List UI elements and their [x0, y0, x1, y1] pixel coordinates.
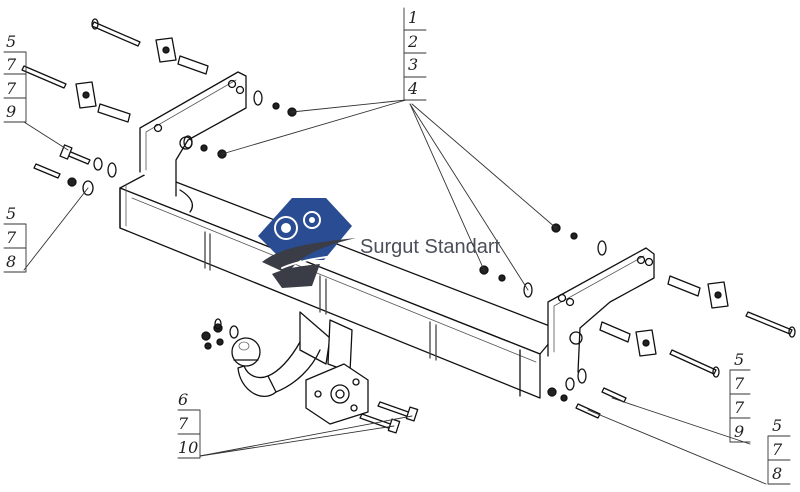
- brand-logo: [258, 198, 356, 288]
- leader-lines: [3, 7, 791, 485]
- callout-label: 7: [6, 79, 17, 98]
- callout-label: 8: [6, 252, 17, 271]
- callout-label: 9: [734, 422, 745, 441]
- socket-bolts: [359, 401, 419, 434]
- upper-left-fasteners: [21, 18, 209, 196]
- callout-label: 8: [772, 464, 783, 483]
- callout-label: 2: [408, 32, 419, 51]
- brand-name: Surgut Standart: [360, 236, 501, 258]
- callout-label: 7: [772, 440, 783, 459]
- callout-label: 5: [734, 350, 745, 369]
- callout-label: 7: [734, 398, 745, 417]
- callout-label: 5: [6, 204, 17, 223]
- callout-label: 5: [6, 32, 17, 51]
- callout-label: 7: [734, 374, 745, 393]
- callout-label: 3: [408, 55, 419, 74]
- callout-label: 6: [178, 390, 189, 409]
- callout-label: 9: [6, 102, 17, 121]
- callout-label: 5: [772, 416, 783, 435]
- callout-label: 7: [178, 414, 189, 433]
- socket-plate: [305, 363, 369, 425]
- right-fasteners: [479, 223, 796, 419]
- ball-nuts: [201, 318, 239, 350]
- callout-label: 4: [408, 79, 419, 98]
- callout-label: 1: [408, 8, 419, 27]
- tow-hitch-ball: [231, 311, 353, 397]
- callout-label: 7: [6, 228, 17, 247]
- right-mounting-bracket: [547, 247, 655, 373]
- callout-label: 7: [6, 55, 17, 74]
- callout-label: 10: [178, 438, 199, 457]
- cross-beam: [119, 171, 561, 399]
